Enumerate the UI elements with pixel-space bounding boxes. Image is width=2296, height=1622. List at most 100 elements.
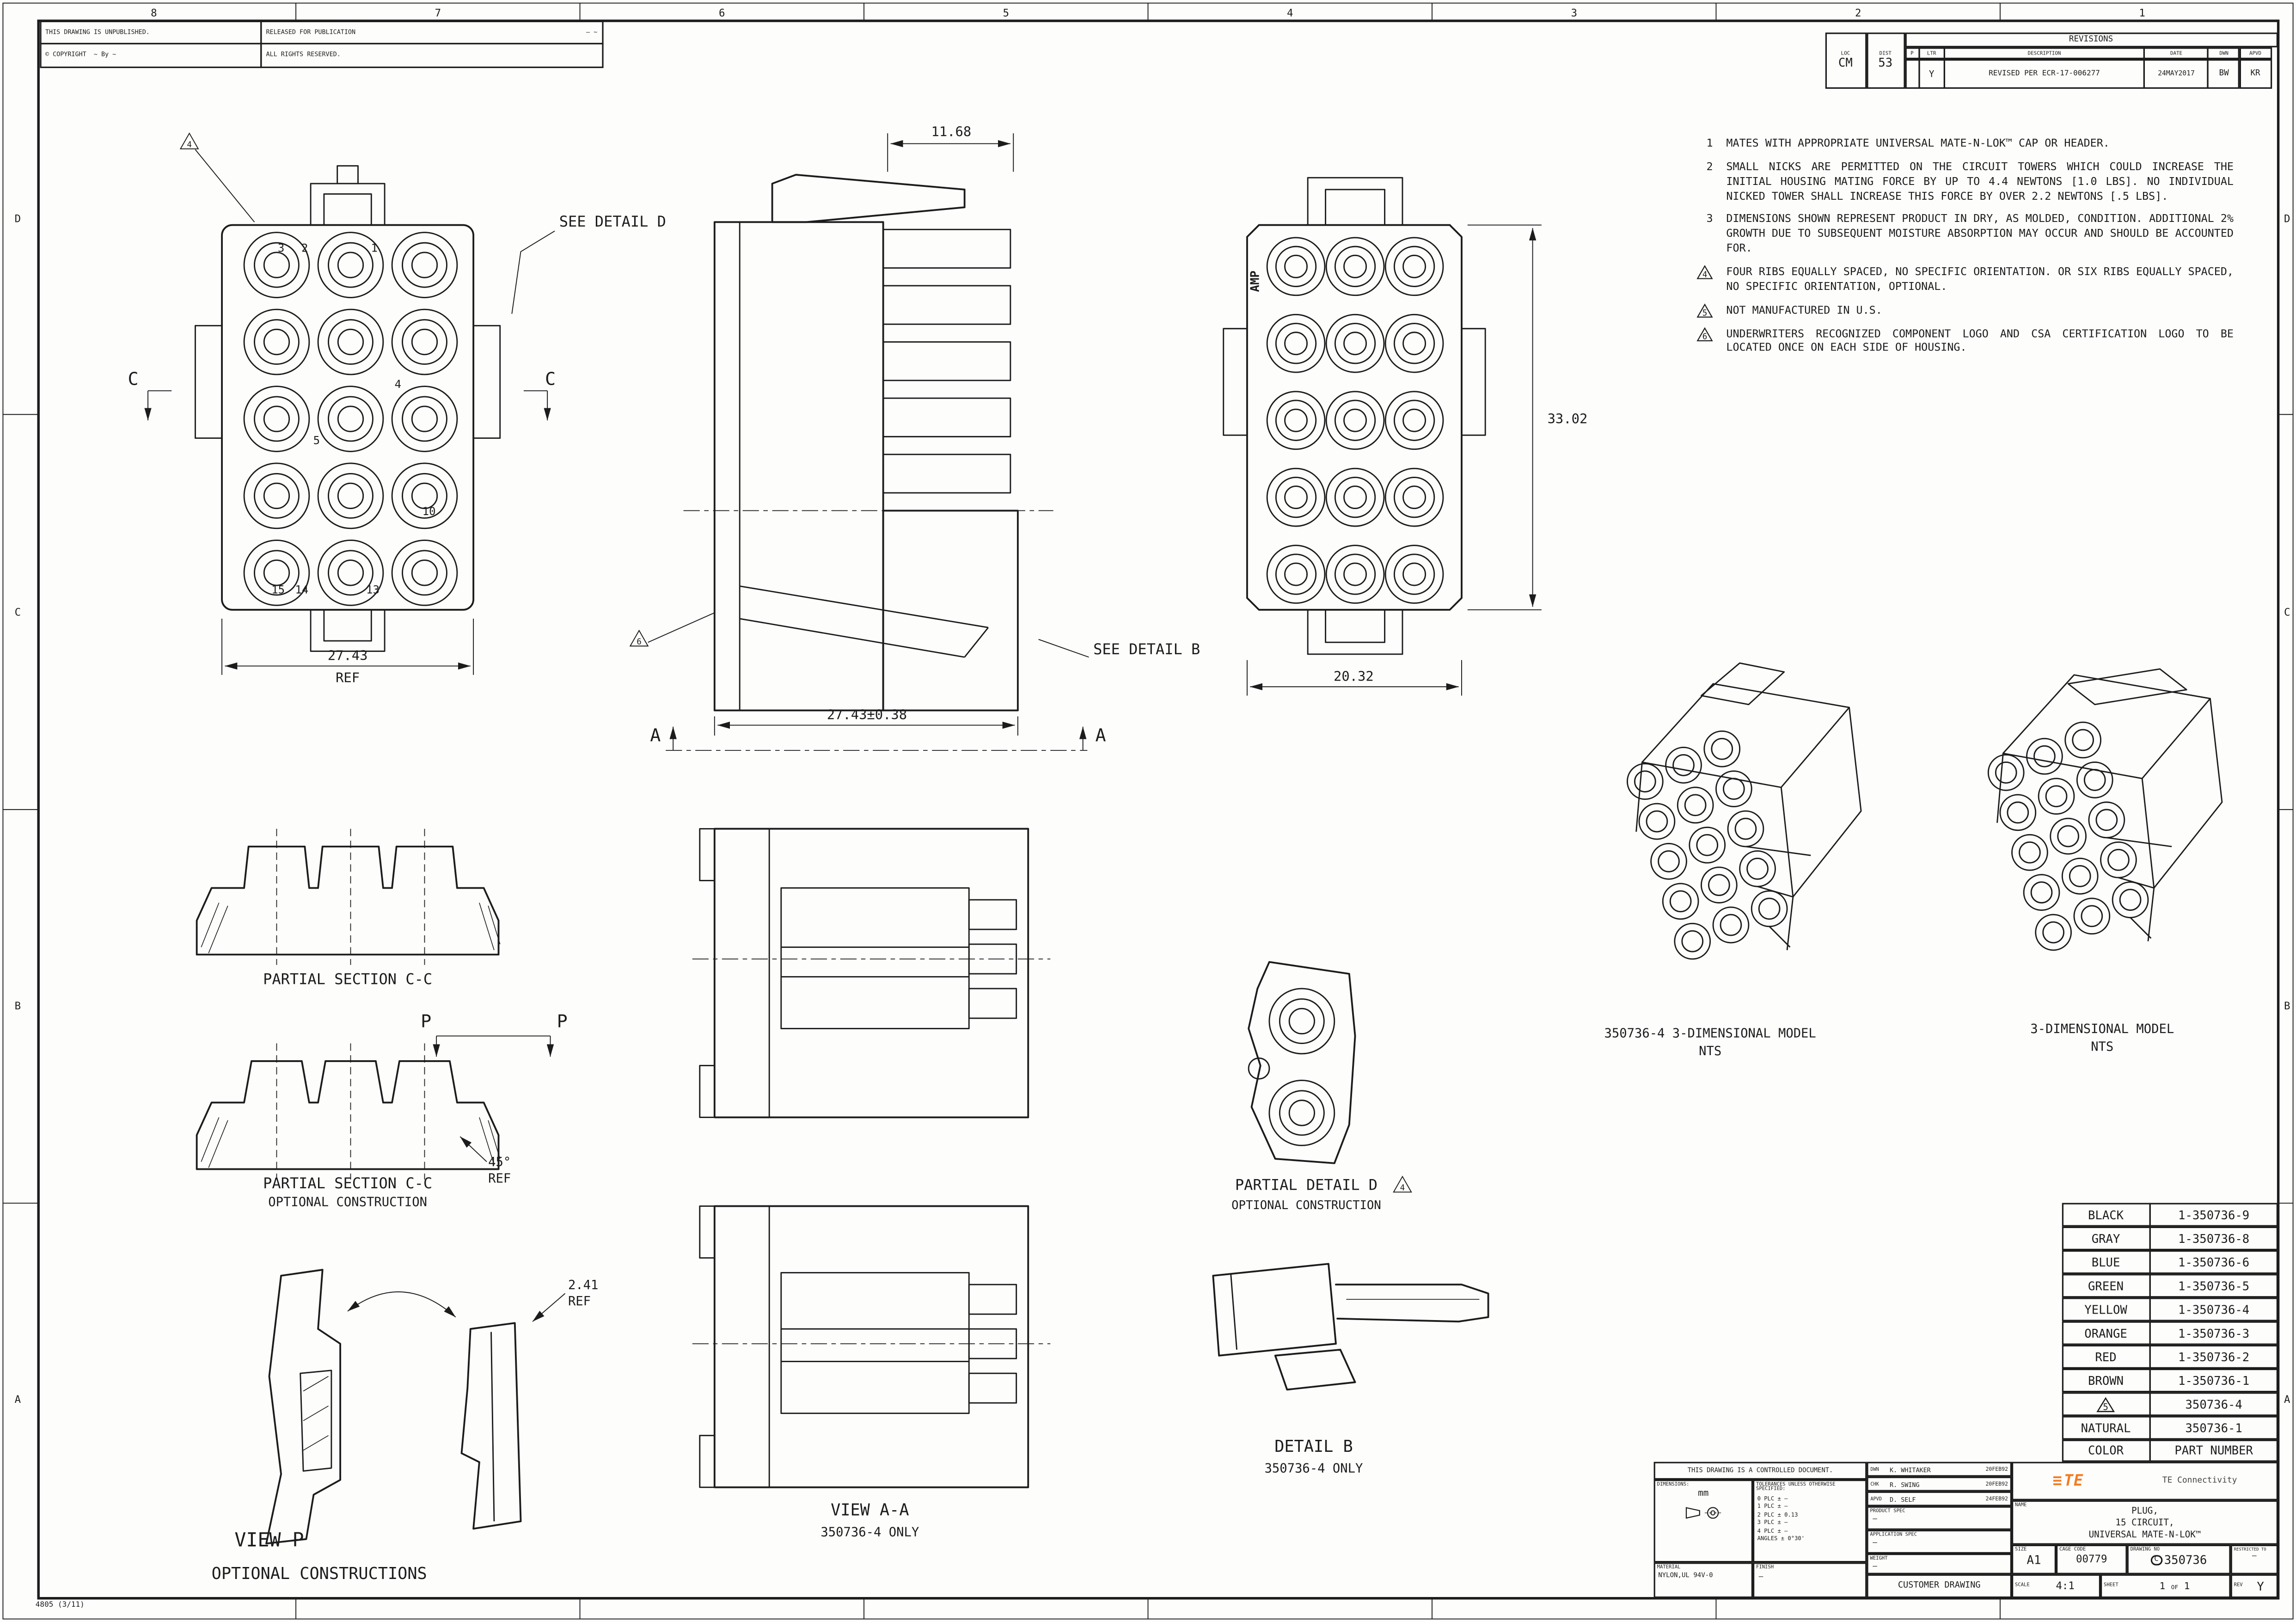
- zone-right-a: A: [2284, 1394, 2290, 1406]
- pin-number: 10: [422, 505, 436, 518]
- zone-top-1: 1: [2139, 7, 2145, 19]
- zone-top-6: 6: [719, 7, 725, 19]
- released-notice: RELEASED FOR PUBLICATION– ~: [260, 20, 604, 45]
- pin-number: 14: [295, 584, 308, 596]
- section-letter-c-left: C: [128, 369, 138, 389]
- svg-text:5: 5: [1702, 308, 1708, 317]
- part-row-flagged: 5 350736-4: [2061, 1391, 2279, 1417]
- rev-box: REV Y: [2230, 1574, 2278, 1598]
- company-name: TE Connectivity: [2162, 1476, 2237, 1486]
- zone-top-5: 5: [1003, 7, 1009, 19]
- detail-b: DETAIL B 350736-4 ONLY: [1212, 1263, 1489, 1476]
- size-box: SIZE A1: [2012, 1544, 2056, 1574]
- view-title: PARTIAL DETAIL D: [1235, 1176, 1378, 1193]
- side-top-dimension: 11.68: [887, 124, 1014, 172]
- partial-detail-d: PARTIAL DETAIL D 4 OPTIONAL CONSTRUCTION: [1231, 961, 1412, 1212]
- model-title: 350736-4 3-DIMENSIONAL MODEL: [1604, 1026, 1816, 1041]
- front-view: 3 2 1 4 5 10 15 14 13 4 C C 27.43 REF: [128, 132, 666, 686]
- zone-right-b: B: [2284, 1000, 2290, 1012]
- pin-number: 4: [395, 378, 401, 391]
- side-view: 11.68 27.43±0.38 A A SEE DETAIL B 6: [629, 124, 1200, 751]
- amp-brand-mark: AMP: [1249, 270, 1262, 292]
- material-box: MATERIAL NYLON,UL 94V-0: [1653, 1562, 1753, 1598]
- view-subtitle: OPTIONAL CONSTRUCTION: [268, 1195, 427, 1210]
- application-spec-box: APPLICATION SPEC –: [1867, 1530, 2012, 1554]
- flag-triangle-icon: 5: [1684, 303, 1713, 318]
- pin-number: 15: [271, 584, 285, 596]
- flag-number: 4: [187, 140, 192, 149]
- rear-height-dimension: 33.02: [1467, 224, 1588, 610]
- finish-box: FINISH –: [1753, 1562, 1867, 1598]
- flag-note-6: 6: [629, 612, 715, 647]
- dim-ref: REF: [336, 670, 360, 686]
- revisions-header-row: P LTR DESCRIPTION DATE DWN APVD: [1904, 47, 2278, 60]
- dim-ref: REF: [568, 1294, 591, 1309]
- flag-number: 4: [1400, 1184, 1405, 1193]
- flag-triangle-icon: 5: [2061, 1391, 2150, 1417]
- company-box: TE TE Connectivity: [2012, 1462, 2278, 1500]
- scale-box: SCALE 4:1: [2012, 1574, 2100, 1598]
- section-letter-a-left: A: [650, 725, 661, 746]
- view-title: VIEW A-A: [831, 1500, 909, 1519]
- product-name-box: NAME PLUG, 15 CIRCUIT, UNIVERSAL MATE-N-…: [2012, 1500, 2278, 1545]
- view-subtitle: 350736-4 ONLY: [820, 1525, 919, 1539]
- partial-section-cc-1: PARTIAL SECTION C-C: [196, 829, 501, 988]
- model-title: 3-DIMENSIONAL MODEL: [2030, 1022, 2174, 1036]
- drawing-number-box: DRAWING NO C 350736: [2127, 1544, 2231, 1574]
- angle-dimension: 45° REF: [459, 1136, 511, 1186]
- flag-triangle-icon: 4: [1684, 264, 1713, 294]
- zone-left-c: C: [15, 607, 21, 619]
- note-4: 4 FOUR RIBS EQUALLY SPACED, NO SPECIFIC …: [1684, 265, 2234, 294]
- view-title: VIEW P: [234, 1529, 304, 1551]
- title-block: THIS DRAWING IS A CONTROLLED DOCUMENT. D…: [1653, 1462, 2278, 1598]
- revisions-block: LOC CM DIST 53 REVISIONS P LTR DESCRIPTI…: [1825, 32, 2278, 90]
- see-detail-d-label: SEE DETAIL D: [559, 213, 666, 230]
- pin-number: 5: [313, 434, 320, 447]
- unpublished-notice: THIS DRAWING IS UNPUBLISHED.: [39, 20, 262, 45]
- pin-number: 3: [278, 241, 284, 254]
- section-letter-p-right: P: [557, 1011, 568, 1032]
- flag-note-4: 4: [179, 132, 255, 222]
- view-subtitle: OPTIONAL CONSTRUCTIONS: [212, 1564, 427, 1583]
- view-title: DETAIL B: [1274, 1437, 1353, 1456]
- revision-row: Y REVISED PER ECR-17-006277 24MAY2017 BW…: [1904, 58, 2278, 90]
- customer-drawing-banner: CUSTOMER DRAWING: [1867, 1574, 2012, 1598]
- flag-number: 6: [637, 638, 642, 647]
- view-subtitle: OPTIONAL CONSTRUCTION: [1231, 1198, 1381, 1212]
- svg-text:6: 6: [1702, 332, 1708, 341]
- svg-text:4: 4: [1702, 270, 1708, 279]
- view-title: PARTIAL SECTION C-C: [263, 971, 432, 988]
- view-aa: VIEW A-A 350736-4 ONLY: [692, 1205, 1051, 1539]
- restricted-box: RESTRICTED TO –: [2230, 1544, 2278, 1574]
- dim-value: 33.02: [1548, 411, 1588, 427]
- te-logo: TE: [2052, 1472, 2083, 1490]
- mid-section-figure: [692, 828, 1051, 1118]
- front-width-dimension: 27.43 REF: [221, 619, 474, 686]
- revisions-title: REVISIONS: [1904, 32, 2278, 47]
- flag-triangle-icon: 6: [1684, 326, 1713, 356]
- form-number: 4805 (3/11): [35, 1601, 85, 1610]
- zone-top-4: 4: [1287, 7, 1293, 19]
- loc-box: LOC CM: [1825, 32, 1867, 88]
- rear-width-dimension: 20.32: [1246, 660, 1462, 696]
- zone-labels: 8 7 6 5 4 3 2 1 D C B A D C B A: [15, 7, 2290, 1406]
- zone-top-2: 2: [1855, 7, 1861, 19]
- zone-top-7: 7: [435, 7, 441, 19]
- model-3d-1: 350736-4 3-DIMENSIONAL MODEL NTS: [1604, 662, 1862, 1058]
- note-5: 5 NOT MANUFACTURED IN U.S.: [1684, 303, 2234, 318]
- note-3: 3 DIMENSIONS SHOWN REPRESENT PRODUCT IN …: [1706, 212, 2234, 255]
- section-pp-markers: P P: [421, 1011, 568, 1057]
- notes-list: 1 MATES WITH APPROPRIATE UNIVERSAL MATE-…: [1684, 136, 2234, 364]
- zone-left-d: D: [15, 213, 21, 225]
- flag-note-4-detail: 4: [1393, 1175, 1412, 1193]
- copyright-notice: © COPYRIGHT ~ By ~: [39, 43, 262, 68]
